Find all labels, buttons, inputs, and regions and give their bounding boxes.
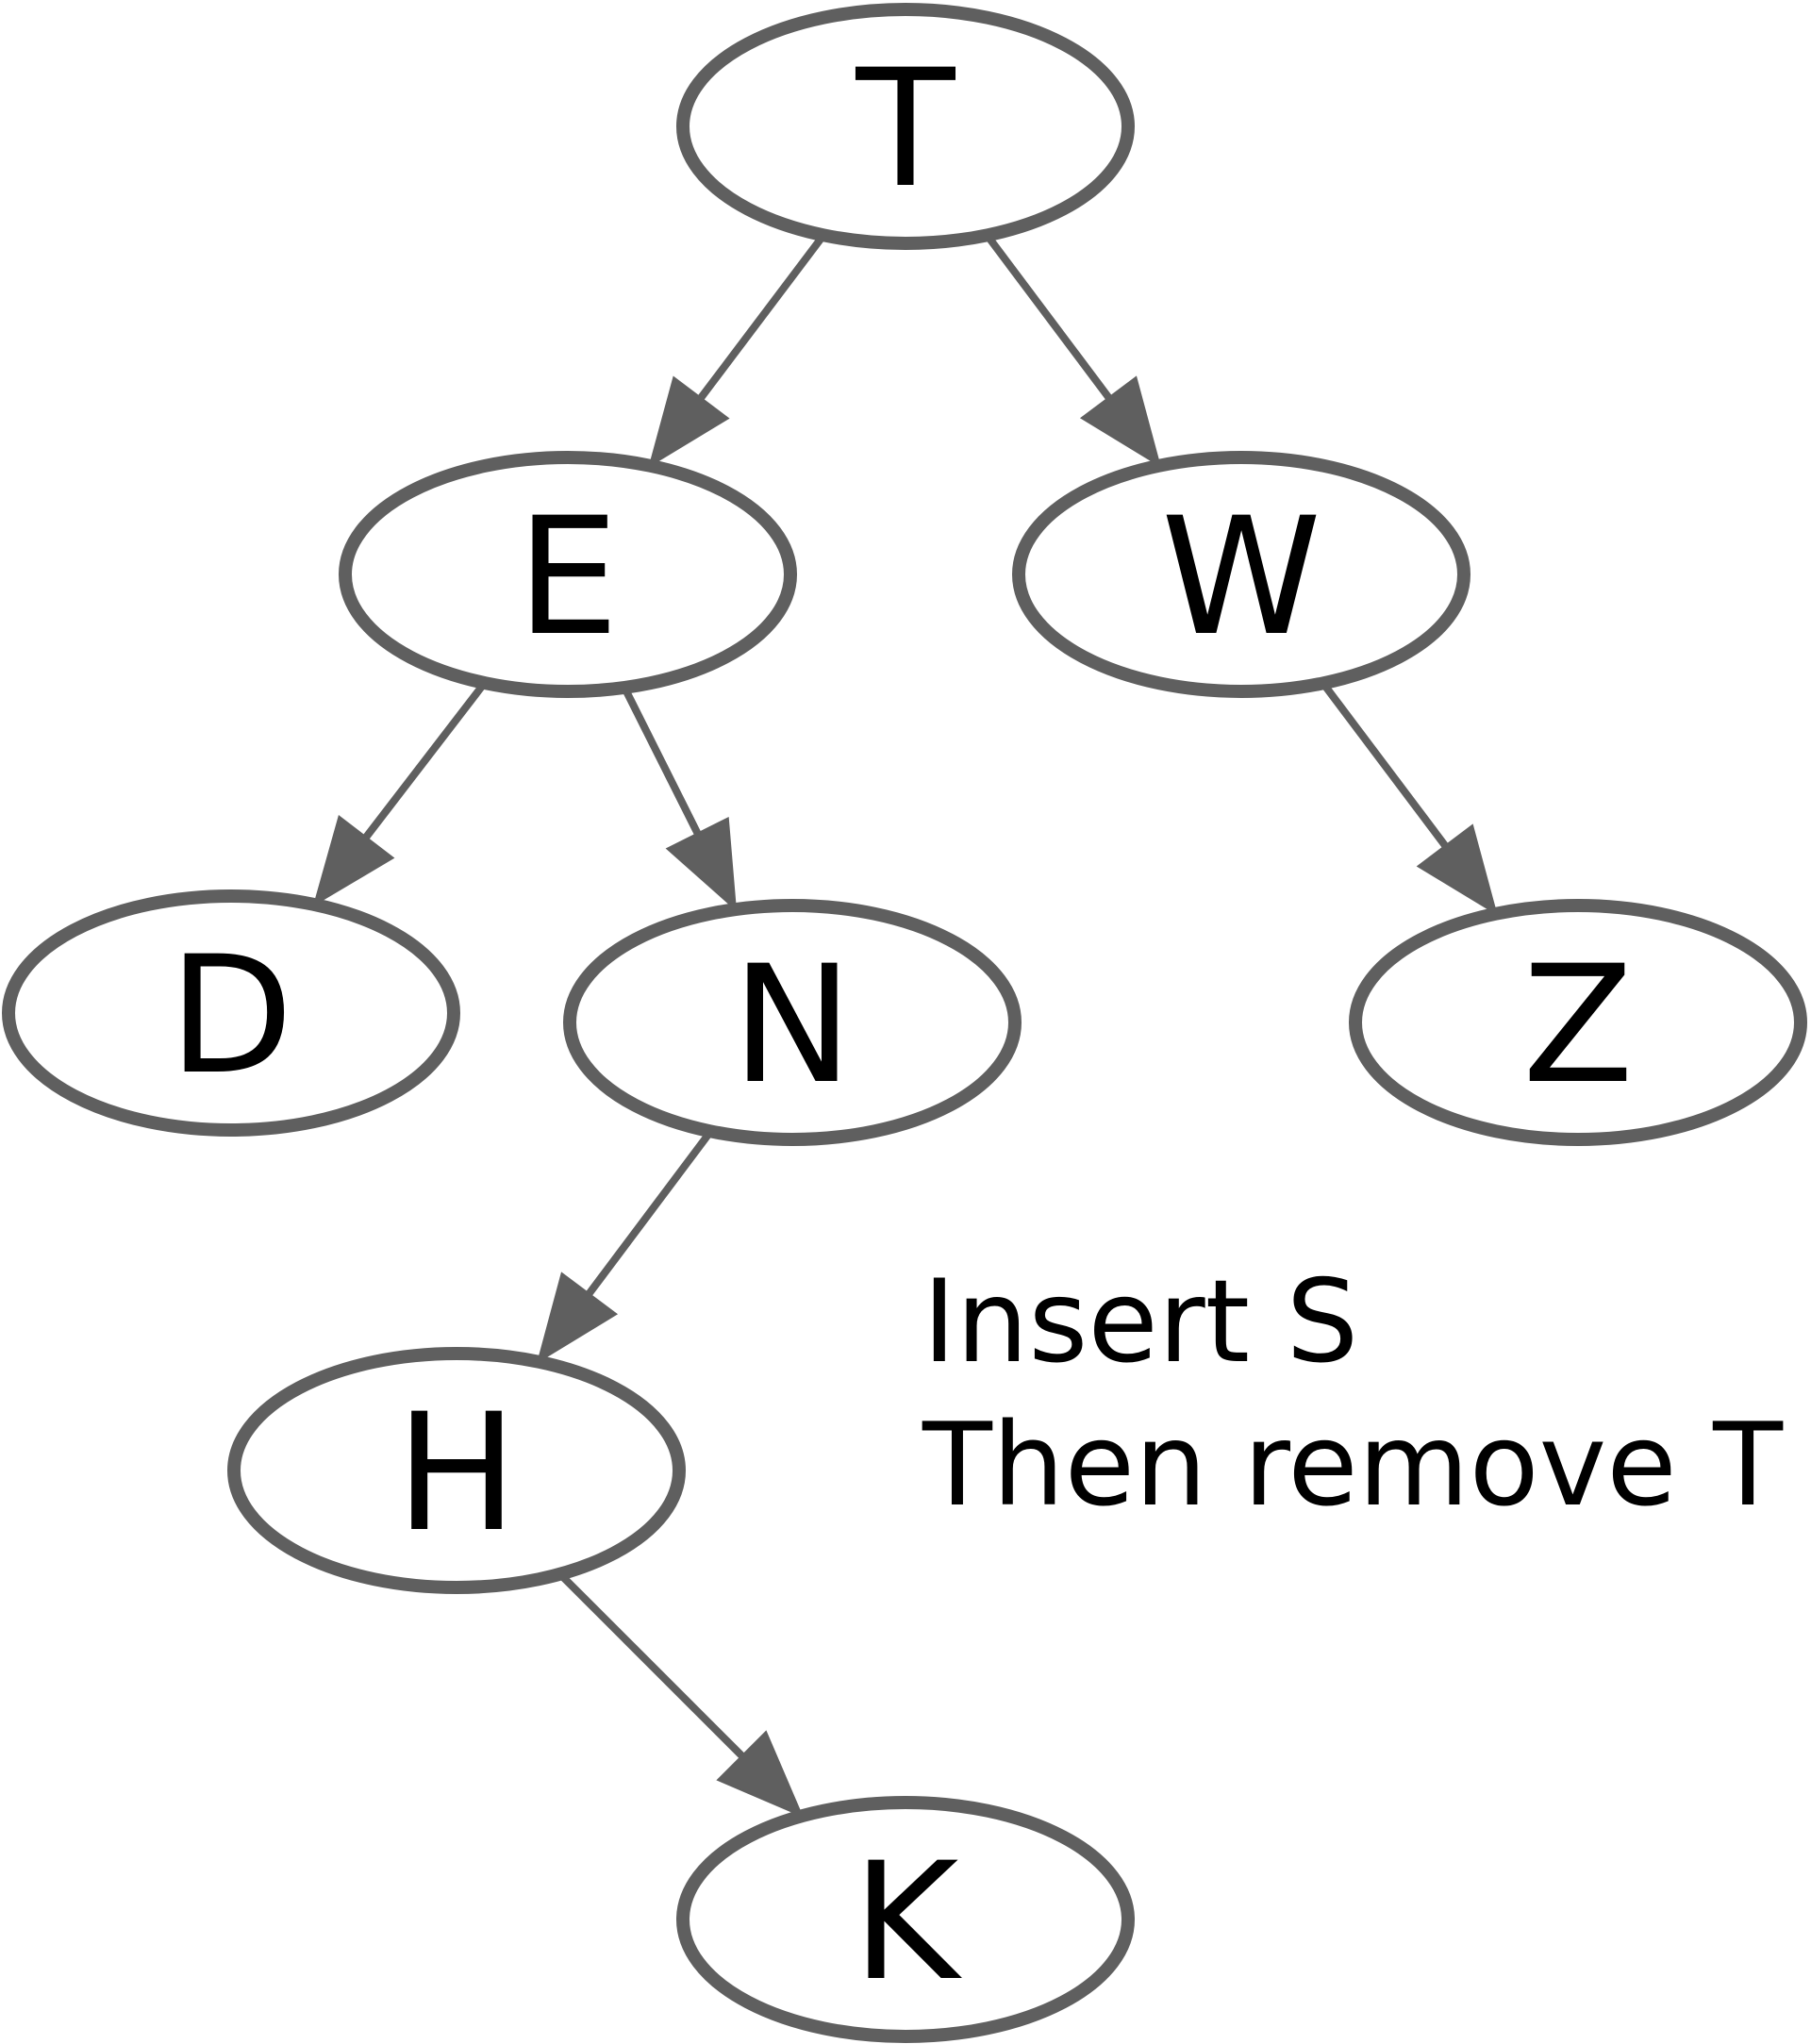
node-ellipse-k — [676, 1796, 1135, 2043]
node-h: H — [227, 1347, 686, 1594]
node-ellipse-h — [227, 1347, 686, 1594]
arrowhead-e-n — [665, 816, 738, 912]
node-d: D — [2, 889, 460, 1137]
node-z: Z — [1349, 899, 1807, 1146]
note-then-remove-t: Then remove T — [922, 1399, 1784, 1532]
arrowhead-h-k — [716, 1730, 805, 1819]
node-ellipse-d — [2, 889, 460, 1137]
note-insert-s: Insert S — [922, 1255, 1358, 1388]
edge-n-h — [586, 1128, 714, 1297]
node-label-z: Z — [1522, 930, 1634, 1120]
node-label-w: W — [1161, 482, 1321, 672]
edge-t-w — [984, 232, 1112, 401]
node-label-n: N — [732, 930, 854, 1120]
node-ellipse-w — [1012, 451, 1470, 698]
edge-w-z — [1320, 680, 1449, 849]
edge-e-n — [621, 686, 702, 836]
nodes-layer: T E W D N Z H K — [2, 3, 1807, 2043]
arrowhead-t-e — [648, 375, 730, 468]
arrowhead-t-w — [1079, 375, 1162, 468]
edge-e-d — [362, 680, 488, 840]
node-label-d: D — [169, 921, 293, 1110]
edges-layer — [312, 232, 1498, 1819]
node-ellipse-t — [676, 3, 1135, 250]
arrowhead-w-z — [1416, 823, 1498, 916]
node-label-t: T — [855, 34, 955, 224]
arrowhead-e-d — [312, 815, 395, 907]
node-n: N — [563, 899, 1022, 1146]
node-k: K — [676, 1796, 1135, 2043]
edge-t-e — [697, 232, 827, 401]
node-label-k: K — [853, 1827, 963, 2017]
node-e: E — [339, 451, 797, 698]
edge-h-k — [557, 1570, 745, 1759]
arrowhead-n-h — [536, 1271, 619, 1364]
node-ellipse-e — [339, 451, 797, 698]
node-label-h: H — [395, 1378, 517, 1568]
node-ellipse-n — [563, 899, 1022, 1146]
node-ellipse-z — [1349, 899, 1807, 1146]
node-w: W — [1012, 451, 1470, 698]
node-t: T — [676, 3, 1135, 250]
node-label-e: E — [517, 482, 620, 672]
